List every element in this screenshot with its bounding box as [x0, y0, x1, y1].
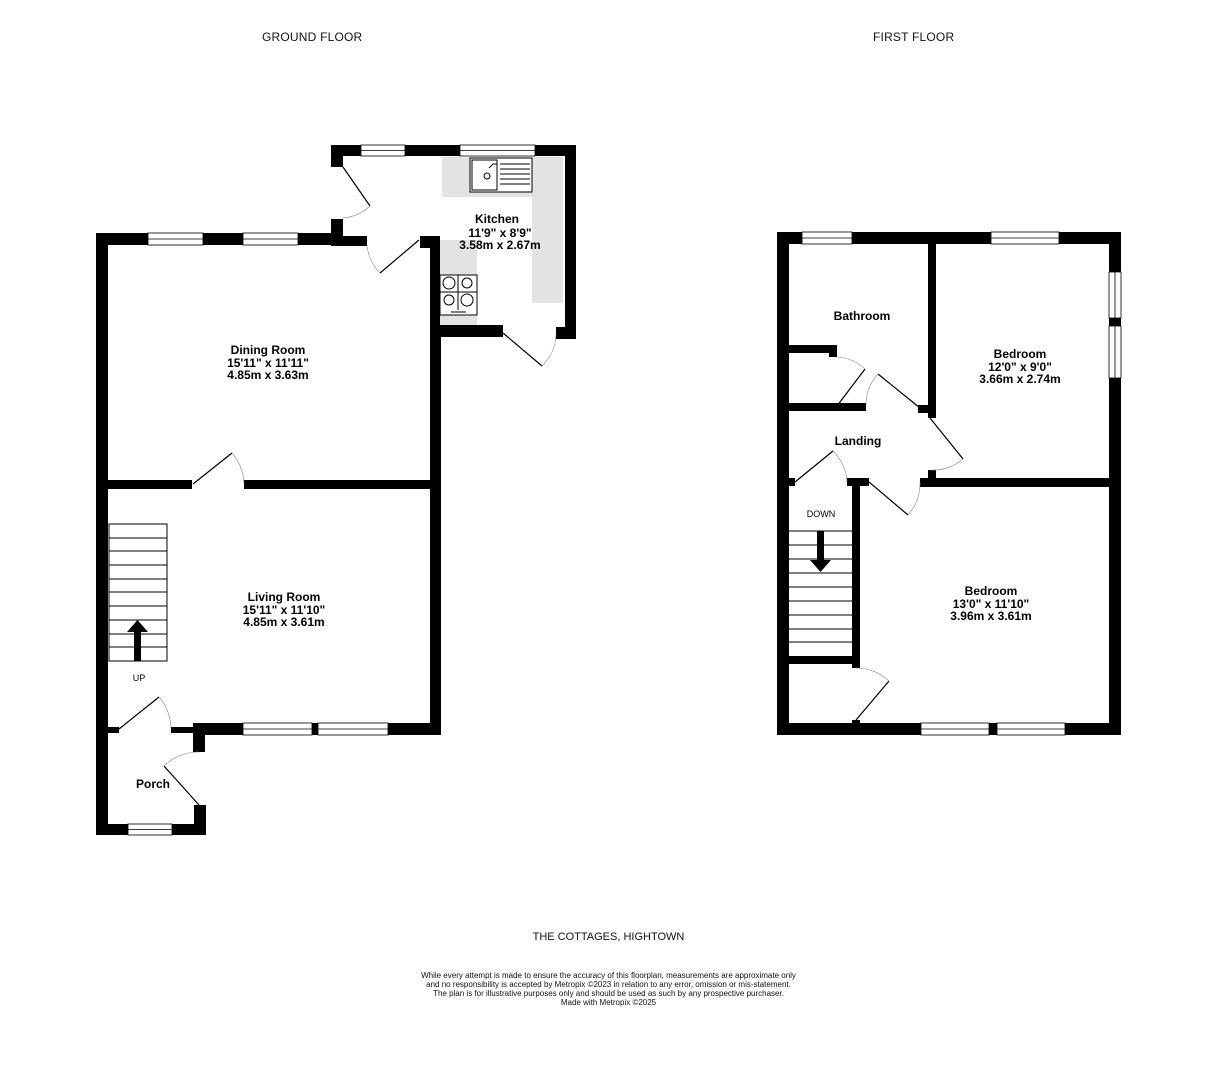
hob-icon	[439, 274, 478, 316]
living-room-metric: 4.85m x 3.61m	[243, 615, 324, 629]
dining-room-imperial: 15'11" x 11'11"	[227, 356, 309, 370]
bedroom-1-metric: 3.66m x 2.74m	[979, 372, 1060, 386]
first-floor-title: FIRST FLOOR	[873, 30, 955, 44]
dining-room-name: Dining Room	[231, 343, 306, 357]
landing-name: Landing	[835, 434, 882, 448]
first-floor-windows	[801, 231, 1122, 736]
kitchen-imperial: 11'9" x 8'9"	[468, 226, 531, 240]
ground-floor-windows	[127, 144, 536, 836]
disclaimer-line: The plan is for illustrative purposes on…	[433, 989, 784, 998]
dining-room-metric: 4.85m x 3.63m	[227, 368, 308, 382]
first-floor-doors	[794, 356, 964, 721]
bathroom-name: Bathroom	[834, 309, 891, 323]
bedroom-2-imperial: 13'0" x 11'10"	[953, 597, 1029, 611]
ground-floor-plan: Kitchen 11'9" x 8'9" 3.58m x 2.67m Dinin…	[96, 144, 576, 836]
first-floor-walls	[777, 232, 1121, 735]
ground-floor-title: GROUND FLOOR	[262, 30, 363, 44]
first-floor-plan: Bathroom Bedroom 12'0" x 9'0" 3.66m x 2.…	[777, 231, 1122, 736]
stairs-up-label: UP	[133, 673, 146, 683]
bedroom-1-imperial: 12'0" x 9'0"	[988, 360, 1052, 374]
ground-floor-doors	[118, 166, 557, 806]
arrow-down-icon	[810, 531, 831, 572]
living-room-imperial: 15'11" x 11'10"	[243, 603, 326, 617]
disclaimer-line: While every attempt is made to ensure th…	[421, 971, 796, 980]
arrow-up-icon	[127, 620, 148, 661]
porch-name: Porch	[136, 777, 170, 791]
kitchen-metric: 3.58m x 2.67m	[459, 238, 540, 252]
bedroom-1-name: Bedroom	[994, 347, 1047, 361]
disclaimer-line: and no responsibility is accepted by Met…	[426, 980, 791, 989]
ground-floor-walls	[96, 145, 576, 835]
stairs-down-label: DOWN	[807, 509, 836, 519]
sink-icon	[469, 157, 533, 193]
bedroom-2-metric: 3.96m x 3.61m	[950, 609, 1031, 623]
bedroom-2-name: Bedroom	[965, 584, 1018, 598]
property-name: THE COTTAGES, HIGHTOWN	[532, 931, 685, 943]
kitchen-name: Kitchen	[475, 212, 519, 226]
disclaimer: While every attempt is made to ensure th…	[0, 971, 1217, 1007]
living-room-name: Living Room	[248, 590, 321, 604]
stairs-up[interactable]	[108, 523, 168, 662]
disclaimer-line: Made with Metropix ©2025	[560, 998, 657, 1007]
